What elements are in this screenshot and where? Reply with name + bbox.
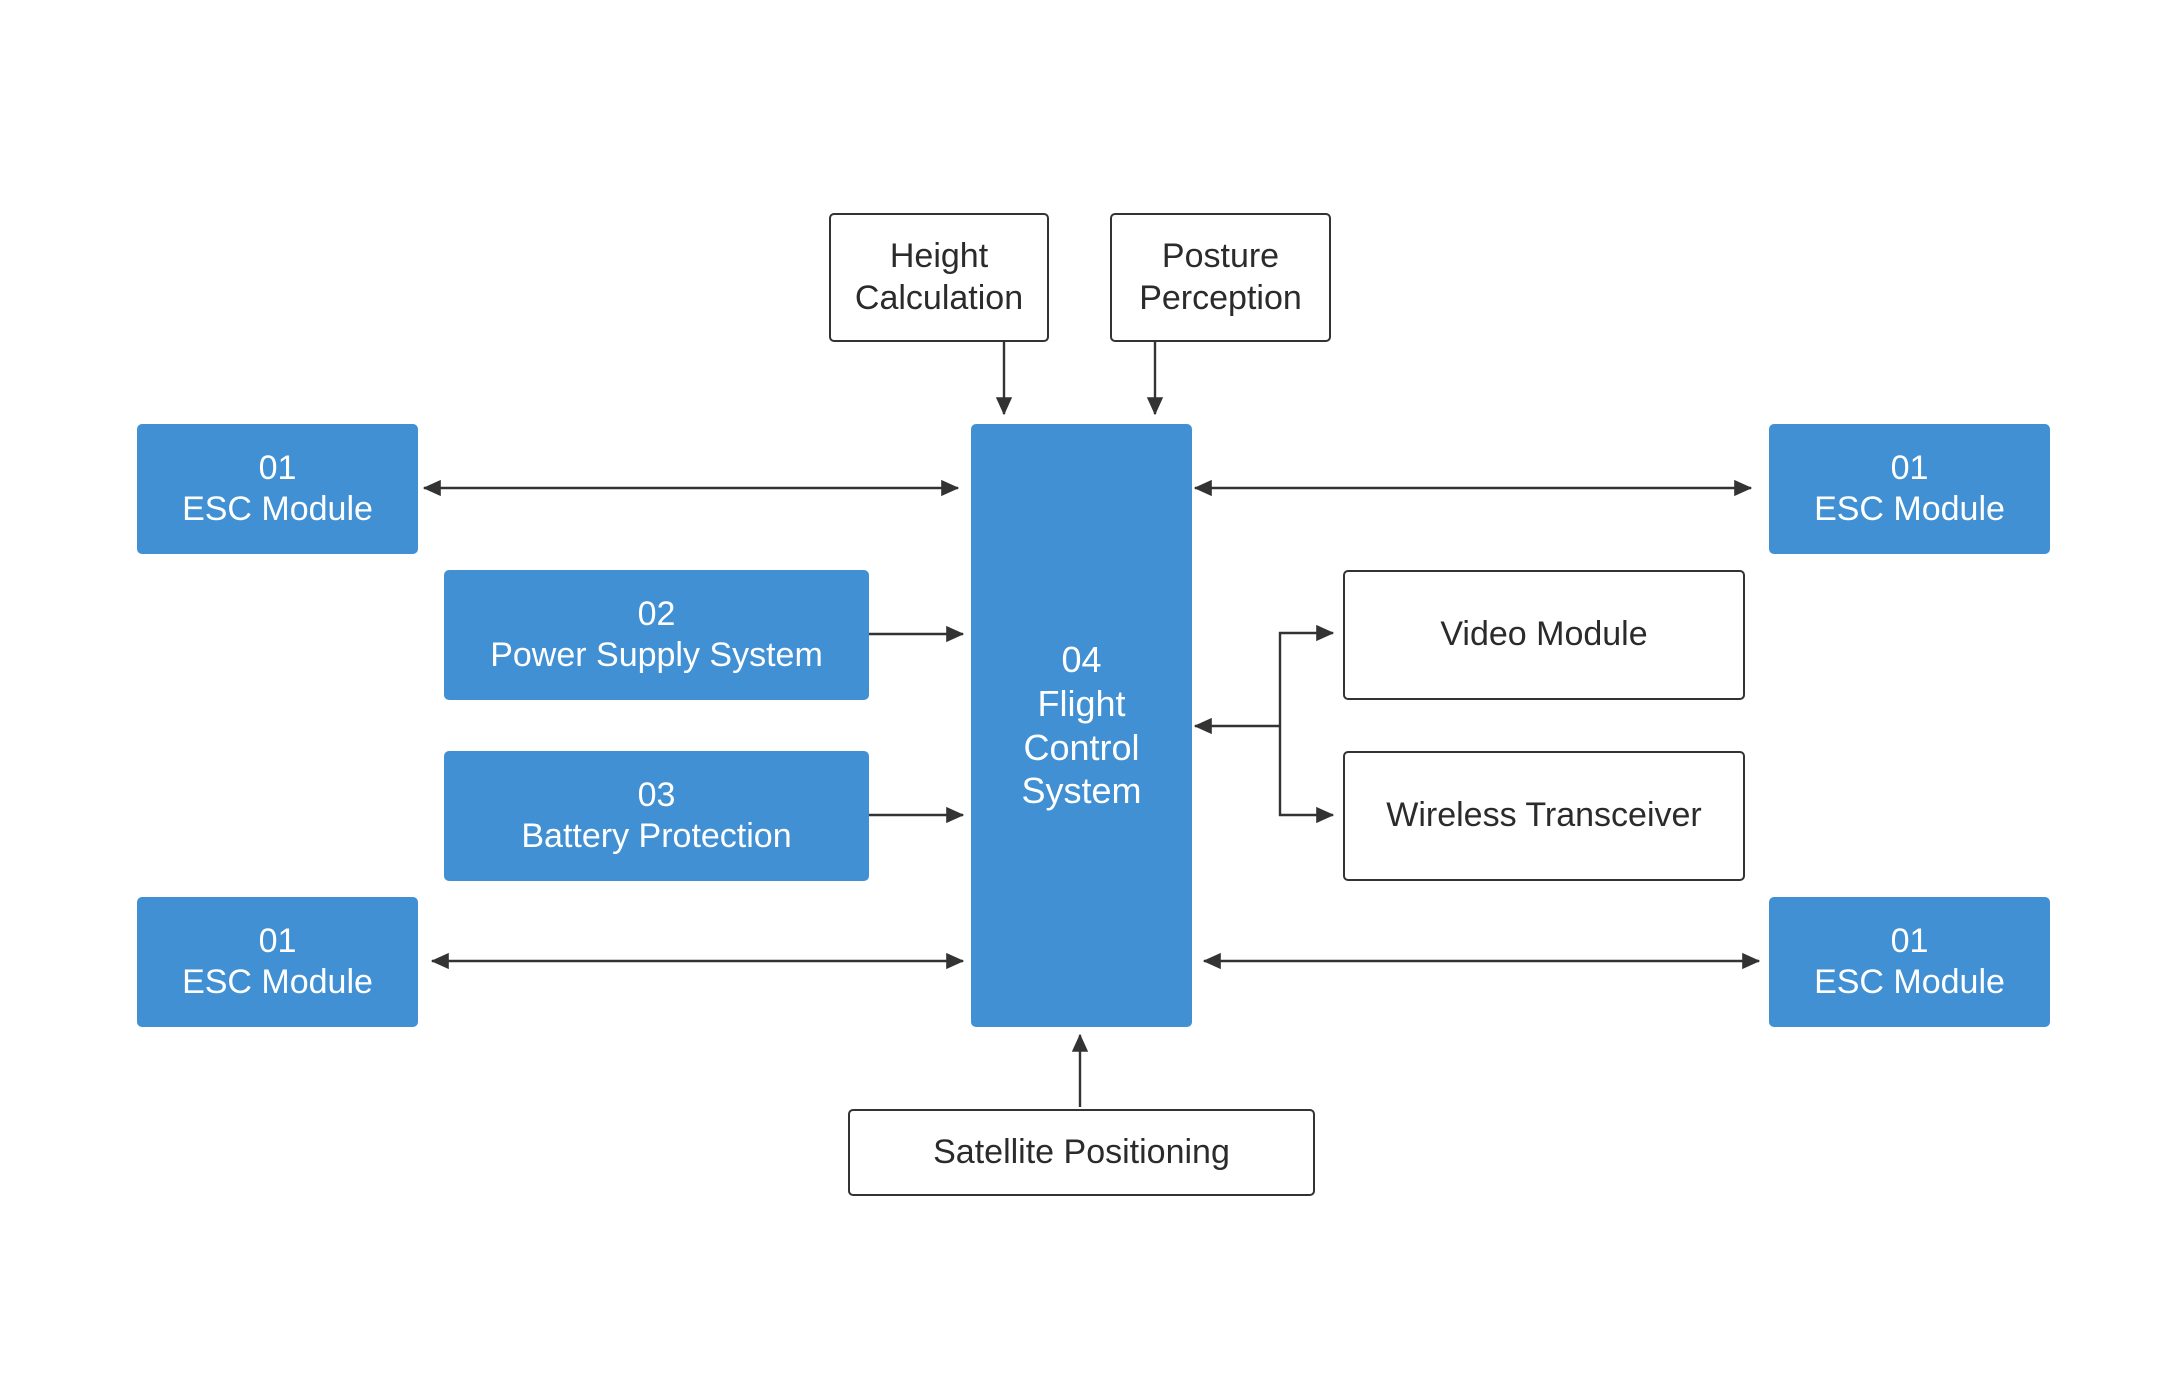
flight-control-system-box: 04 Flight Control System	[971, 424, 1192, 1027]
esc-module-top-right: 01 ESC Module	[1769, 424, 2050, 554]
posture-perception-box: Posture Perception	[1110, 213, 1331, 342]
power-supply-system-box: 02 Power Supply System	[444, 570, 869, 700]
video-module-box: Video Module	[1343, 570, 1745, 700]
height-calculation-box: Height Calculation	[829, 213, 1049, 342]
esc-module-label: ESC Module	[1814, 490, 2005, 528]
flight-control-line-1: Flight	[1037, 682, 1126, 724]
video-module-label: Video Module	[1440, 615, 1648, 654]
flight-control-line-3: System	[1021, 770, 1142, 812]
esc-module-label: ESC Module	[1814, 963, 2005, 1001]
flight-control-number: 04	[1061, 638, 1102, 680]
esc-module-number: 01	[1890, 921, 1929, 960]
posture-perception-line-2: Perception	[1139, 278, 1302, 317]
height-calculation-line-1: Height	[889, 237, 989, 276]
esc-module-top-left: 01 ESC Module	[137, 424, 418, 554]
power-supply-number: 02	[637, 594, 676, 633]
wireless-transceiver-label: Wireless Transceiver	[1386, 796, 1702, 835]
power-supply-label: Power Supply System	[490, 636, 823, 674]
wireless-transceiver-box: Wireless Transceiver	[1343, 751, 1745, 881]
esc-module-number: 01	[1890, 448, 1929, 487]
height-calculation-line-2: Calculation	[854, 278, 1024, 317]
satellite-positioning-label: Satellite Positioning	[933, 1132, 1230, 1171]
esc-module-bottom-left: 01 ESC Module	[137, 897, 418, 1027]
flight-control-line-2: Control	[1023, 726, 1140, 768]
posture-perception-line-1: Posture	[1161, 237, 1280, 276]
esc-module-number: 01	[258, 921, 297, 960]
battery-protection-number: 03	[637, 775, 676, 814]
esc-module-bottom-right: 01 ESC Module	[1769, 897, 2050, 1027]
esc-module-label: ESC Module	[182, 490, 373, 528]
battery-protection-box: 03 Battery Protection	[444, 751, 869, 881]
satellite-positioning-box: Satellite Positioning	[848, 1109, 1315, 1196]
esc-module-label: ESC Module	[182, 963, 373, 1001]
esc-module-number: 01	[258, 448, 297, 487]
battery-protection-label: Battery Protection	[521, 817, 792, 855]
